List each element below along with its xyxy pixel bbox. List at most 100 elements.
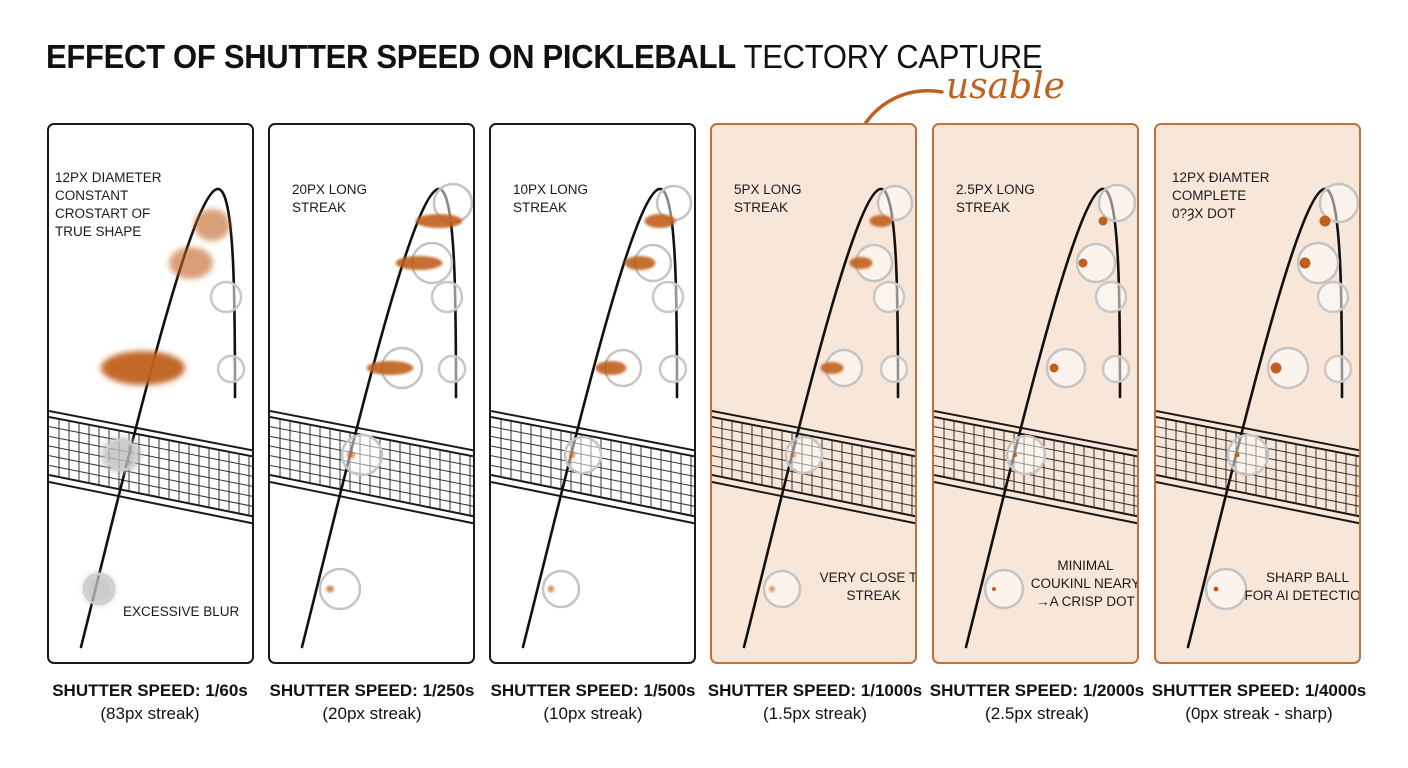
- ball-position: [1097, 183, 1137, 226]
- note-line: STREAK: [846, 588, 901, 603]
- panel-2: 20px LONG STREAK: [268, 123, 475, 664]
- panel-caption: SHUTTER SPEED: 1/1000s (1.5px streak): [700, 680, 930, 726]
- panel-6-illustration: [1156, 182, 1359, 649]
- ghost-ball: [651, 280, 685, 314]
- ghost-ball: [1323, 354, 1353, 384]
- note-line: STREAK: [513, 200, 568, 215]
- ball-position: [784, 435, 824, 475]
- panel-3-illustration: [491, 184, 694, 649]
- ball-position: [340, 433, 384, 477]
- panel-4: 5px LONG STREAK VERY CLOSE TO STREAK: [710, 123, 917, 664]
- ghost-ball: [879, 354, 909, 384]
- note-line: STREAK: [734, 200, 789, 215]
- net: [934, 410, 1137, 525]
- note-line: 12px ÐIAMTER: [1172, 170, 1270, 185]
- ghost-ball: [437, 354, 467, 384]
- page-title: EFFECT OF SHUTTER SPEED ON PICKLEBALL TE…: [46, 38, 1043, 77]
- ball-position: [366, 346, 424, 390]
- ball-position: [169, 247, 213, 279]
- panel-caption: SHUTTER SPEED: 1/4000s(0px streak - shar…: [1144, 680, 1374, 726]
- ball-position: [1045, 347, 1087, 389]
- shutter-speed-label: SHUTTER SPEED: 1/4000s: [1151, 681, 1367, 700]
- shutter-speed-label: SHUTTER SPEED: 1/500s: [490, 681, 696, 700]
- panel-caption: SHUTTER SPEED: 1/2000s (2.5px streak): [922, 680, 1152, 726]
- note-line: CROSTART OF: [55, 206, 151, 221]
- note-line: EXCESSIVE BLUR: [123, 604, 240, 619]
- panel-note-top: 20px LONG STREAK: [292, 181, 367, 217]
- ghost-ball: [1094, 280, 1128, 314]
- note-line: TRUE SHAPE: [55, 224, 142, 239]
- ball-position: [1266, 346, 1310, 390]
- note-line: FOR AI DETECTION: [1244, 588, 1361, 603]
- ball-position: [82, 572, 116, 606]
- streak-label: (1.5px streak): [763, 704, 867, 723]
- ball-position: [541, 569, 581, 609]
- title-light: TECTORY CAPTURE: [743, 38, 1043, 76]
- panel-caption: SHUTTER SPEED: 1/60s(83px streak): [35, 680, 265, 726]
- streak-label: (10px streak): [543, 704, 643, 723]
- panel-note-top: 5px LONG STREAK: [734, 181, 802, 217]
- ball-position: [1204, 567, 1248, 611]
- note-line: 12px DIAMETER: [55, 170, 162, 185]
- ball-position: [820, 348, 864, 388]
- panel-note-top: 10px LONG STREAK: [513, 181, 588, 217]
- note-line: STREAK: [956, 200, 1011, 215]
- panel-5-illustration: [934, 183, 1137, 649]
- ball-position: [318, 567, 362, 611]
- net: [49, 410, 252, 525]
- shutter-speed-label: SHUTTER SPEED: 1/250s: [269, 681, 475, 700]
- ghost-ball: [1101, 354, 1131, 384]
- ball-position: [1296, 241, 1340, 285]
- ghost-ball: [430, 280, 464, 314]
- note-line: 5px LONG: [734, 182, 802, 197]
- note-line: SHARP BALL: [1265, 570, 1350, 585]
- shutter-speed-label: SHUTTER SPEED: 1/1000s: [707, 681, 923, 700]
- note-line: COMPLETE: [1172, 188, 1247, 203]
- note-line: →A CRISP DOT: [1036, 594, 1135, 609]
- shutter-speed-label: SHUTTER SPEED: 1/2000s: [929, 681, 1145, 700]
- ball-position: [595, 348, 643, 388]
- ball-position: [563, 435, 603, 475]
- note-line: 0?ȝx DOT: [1172, 206, 1236, 221]
- ball-position: [762, 569, 802, 609]
- ball-position: [415, 182, 473, 228]
- ball-position: [194, 209, 230, 241]
- streak-label: (20px streak): [322, 704, 422, 723]
- ghost-ball: [1316, 280, 1350, 314]
- note-line: MINIMAL: [1057, 558, 1114, 573]
- net: [270, 410, 473, 525]
- note-line: 2.5px LONG: [956, 182, 1035, 197]
- panel-6: 12px ÐIAMTER COMPLETE 0?ȝx DOT SHARP BALL FO…: [1154, 123, 1361, 664]
- ball-position: [1226, 433, 1270, 477]
- ball-position: [849, 243, 894, 283]
- title-bold: EFFECT OF SHUTTER SPEED ON PICKLEBALL: [46, 38, 736, 76]
- panel-note-top: 2.5px LONG STREAK: [956, 181, 1035, 217]
- panel-note-bottom: SHARP BALL FOR AI DETECTION: [1156, 569, 1361, 605]
- usable-callout: usable: [946, 66, 1065, 107]
- note-line: VERY CLOSE TO: [819, 570, 917, 585]
- note-line: 10px LONG: [513, 182, 589, 197]
- ball-position: [869, 184, 914, 227]
- streak-label: (2.5px streak): [985, 704, 1089, 723]
- panel-3: 10px LONG STREAK: [489, 123, 696, 664]
- panel-1: 12px DIAMETER CONSTANT CROSTART OF TRUE SHA…: [47, 123, 254, 664]
- panel-note-bottom: VERY CLOSE TO STREAK: [712, 569, 917, 605]
- panel-caption: SHUTTER SPEED: 1/500s (10px streak): [478, 680, 708, 726]
- note-line: 20px LONG: [292, 182, 368, 197]
- panel-note-bottom: EXCESSIVE BLUR: [123, 603, 239, 621]
- ball-position: [644, 184, 693, 228]
- ghost-ball: [872, 280, 906, 314]
- ball-position: [395, 241, 454, 285]
- ghost-ball: [658, 354, 688, 384]
- ball-position: [101, 437, 141, 473]
- ball-position: [983, 568, 1025, 610]
- note-line: STREAK: [292, 200, 347, 215]
- note-line: CONSTANT: [55, 188, 129, 203]
- panel-note-top: 12px DIAMETER CONSTANT CROSTART OF TRUE SHA…: [55, 169, 162, 241]
- panel-4-illustration: [712, 184, 915, 649]
- panel-1-illustration: [49, 187, 252, 649]
- ball-position: [101, 351, 185, 385]
- shutter-speed-label: SHUTTER SPEED: 1/60s: [52, 681, 248, 700]
